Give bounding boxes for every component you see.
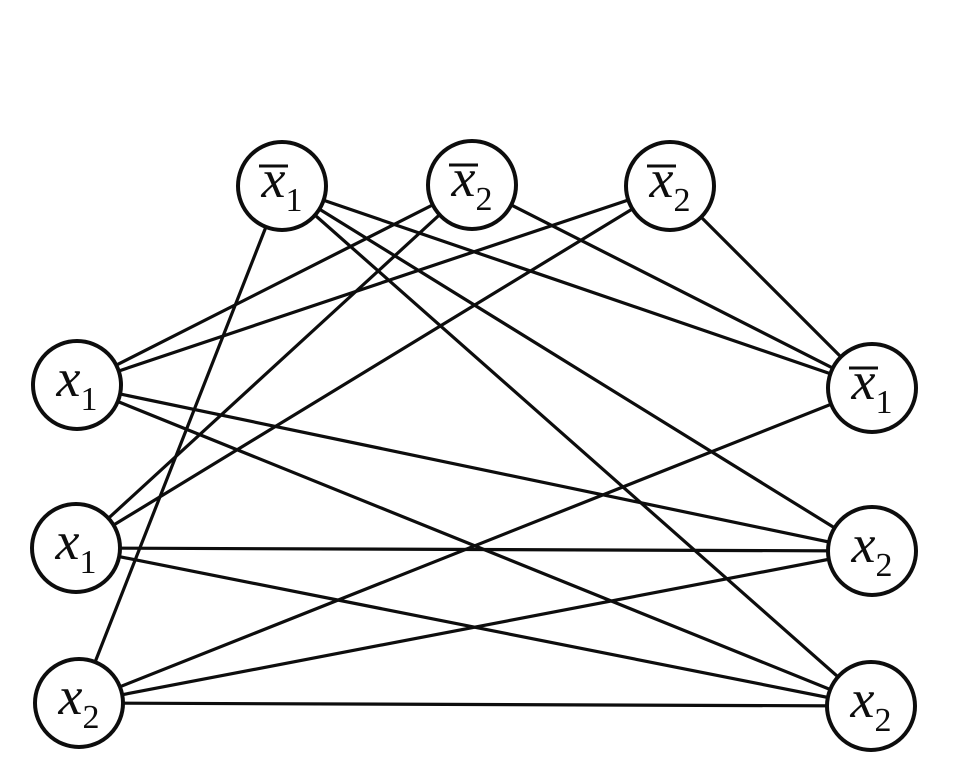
label-base: x [850, 669, 875, 729]
node-label: x2 [451, 148, 493, 218]
edge-t1-l3 [77, 184, 284, 705]
label-base: x [56, 348, 81, 408]
edge-t1-r3 [280, 184, 873, 708]
node-circle [31, 339, 123, 431]
node-circle [30, 502, 122, 594]
label-subscript: 2 [475, 181, 492, 218]
node-label: x2 [850, 669, 892, 739]
label-subscript: 2 [875, 547, 892, 584]
node-r3-x2: x2 [825, 660, 917, 752]
node-circle [426, 139, 518, 231]
node-circle [33, 657, 125, 749]
node-l1-x1: x1 [31, 339, 123, 431]
edge-l2-r2 [74, 546, 874, 553]
edge-t3-l2 [74, 184, 672, 550]
label-base: x [851, 351, 876, 411]
label-base: x [649, 149, 674, 209]
label-base: x [851, 514, 876, 574]
node-t2-not-x2: x2 [426, 139, 518, 231]
edge-t2-l1 [75, 183, 474, 387]
node-circle [236, 140, 328, 232]
edge-t1-r2 [280, 184, 874, 553]
label-base: x [451, 148, 476, 208]
node-label: x2 [649, 149, 691, 219]
label-subscript: 1 [80, 381, 97, 418]
edge-t2-l2 [74, 183, 474, 550]
label-subscript: 2 [874, 702, 891, 739]
label-base: x [261, 149, 286, 209]
label-subscript: 2 [673, 182, 690, 219]
label-subscript: 1 [285, 182, 302, 219]
node-r2-x2: x2 [826, 505, 918, 597]
node-t1-not-x1: x1 [236, 140, 328, 232]
node-circle [826, 505, 918, 597]
node-circle [826, 342, 918, 434]
node-circle [624, 140, 716, 232]
label-subscript: 2 [82, 699, 99, 736]
node-label: x1 [261, 149, 303, 219]
edge-l3-r3 [77, 701, 873, 708]
node-label: x1 [55, 511, 97, 581]
node-l2-x1: x1 [30, 502, 122, 594]
node-t3-not-x2: x2 [624, 140, 716, 232]
node-label: x2 [851, 514, 893, 584]
edge-l1-r2 [75, 383, 874, 553]
label-subscript: 1 [875, 384, 892, 421]
edge-t3-l1 [75, 184, 672, 387]
edge-t1-r1 [280, 184, 874, 390]
edge-l3-r2 [77, 549, 874, 705]
label-base: x [55, 511, 80, 571]
node-label: x2 [58, 666, 100, 736]
node-circle [825, 660, 917, 752]
edge-t2-r1 [470, 183, 874, 390]
node-label: x1 [851, 351, 893, 421]
edge-t3-r1 [668, 184, 874, 390]
label-subscript: 1 [79, 544, 96, 581]
node-r1-not-x1: x1 [826, 342, 918, 434]
edge-l3-r1 [77, 386, 874, 705]
label-base: x [58, 666, 83, 726]
node-label: x1 [56, 348, 98, 418]
node-l3-x2: x2 [33, 657, 125, 749]
